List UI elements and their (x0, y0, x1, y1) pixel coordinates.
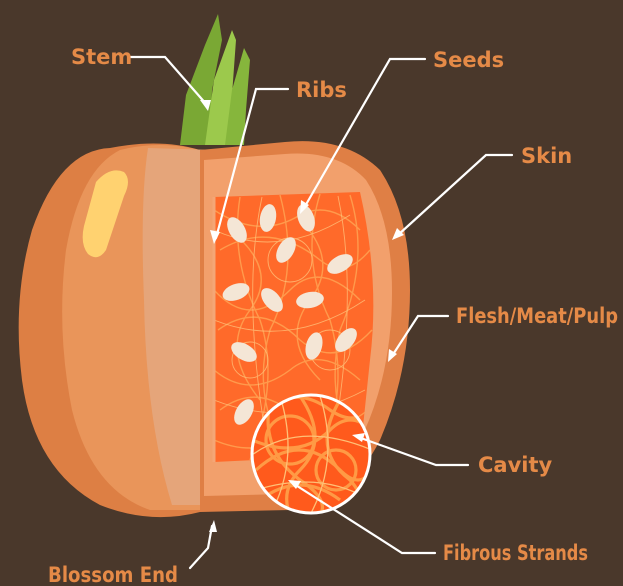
label-ribs: Ribs (296, 78, 347, 102)
label-fibrous-strands: Fibrous Strands (443, 541, 588, 565)
label-cavity: Cavity (478, 453, 553, 477)
label-flesh-meat-pulp: Flesh/Meat/Pulp (456, 304, 618, 328)
label-stem: Stem (71, 45, 132, 69)
label-seeds: Seeds (433, 48, 504, 72)
label-blossom-end: Blossom End (48, 563, 178, 586)
label-skin: Skin (521, 144, 572, 168)
